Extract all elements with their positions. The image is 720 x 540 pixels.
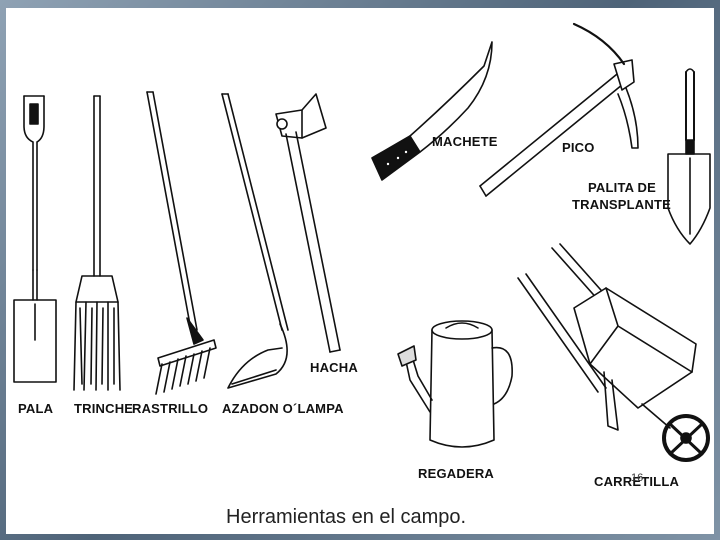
label-pico: PICO — [562, 140, 595, 155]
label-rastrillo: RASTRILLO — [132, 401, 208, 416]
pala-drawing — [14, 96, 56, 382]
label-regadera: REGADERA — [418, 466, 494, 481]
page-number: 16 — [631, 472, 643, 484]
pico-drawing — [480, 24, 638, 196]
trinche-drawing — [74, 96, 120, 390]
label-hacha: HACHA — [310, 360, 358, 375]
carretilla-drawing — [518, 244, 708, 460]
slide: PALA TRINCHE RASTRILLO AZADON O´LAMPA HA… — [6, 8, 714, 534]
hacha-drawing — [276, 94, 340, 352]
tools-illustration: PALA TRINCHE RASTRILLO AZADON O´LAMPA HA… — [6, 8, 714, 534]
slide-caption: Herramientas en el campo. — [226, 506, 466, 529]
label-machete: MACHETE — [432, 134, 498, 149]
regadera-drawing — [398, 321, 512, 447]
azadon-drawing — [222, 94, 288, 388]
label-azadon: AZADON O´LAMPA — [222, 401, 344, 416]
palita-drawing — [668, 69, 710, 244]
label-palita-1: PALITA DE — [588, 180, 656, 195]
machete-drawing — [372, 42, 492, 180]
rastrillo-drawing — [147, 92, 216, 394]
label-pala: PALA — [18, 401, 54, 416]
label-palita-2: TRANSPLANTE — [572, 197, 671, 212]
label-trinche: TRINCHE — [74, 401, 133, 416]
